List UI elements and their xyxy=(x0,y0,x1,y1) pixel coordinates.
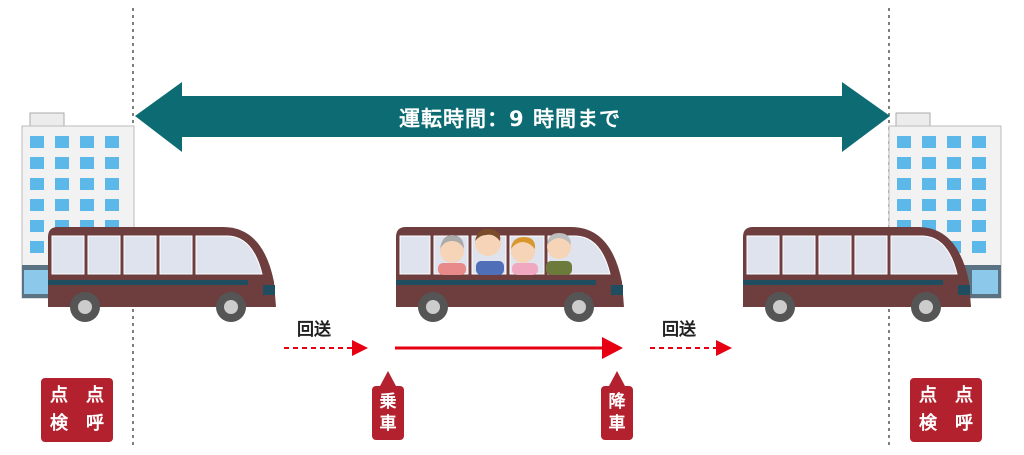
driving-time-label: 運転時間：9 時間まで xyxy=(399,107,621,131)
building-window xyxy=(972,178,986,190)
board-pointer xyxy=(380,371,396,386)
building-window xyxy=(80,157,94,169)
bus-passengers-icon xyxy=(396,227,624,322)
building-window xyxy=(947,220,961,232)
deadhead-label-left: 回送 xyxy=(297,320,331,340)
building-window xyxy=(897,199,911,211)
building-window xyxy=(105,178,119,190)
inspection-badge-left: 点 点 検 呼 xyxy=(41,378,113,442)
alight-pointer xyxy=(609,371,625,386)
building-window xyxy=(30,220,44,232)
alighting-badge: 降 車 xyxy=(601,386,633,440)
building-window xyxy=(55,157,69,169)
building-window xyxy=(947,199,961,211)
building-window xyxy=(972,241,986,253)
service-arrow xyxy=(395,337,623,359)
building-window xyxy=(922,178,936,190)
building-window xyxy=(947,136,961,148)
building-window xyxy=(105,199,119,211)
building-window xyxy=(105,157,119,169)
building-window xyxy=(30,157,44,169)
building-window xyxy=(972,136,986,148)
building-window xyxy=(897,157,911,169)
building-window xyxy=(947,178,961,190)
building-window xyxy=(922,199,936,211)
bus-left-icon xyxy=(48,227,276,322)
building-window xyxy=(80,136,94,148)
building-window xyxy=(922,157,936,169)
deadhead-arrow-right xyxy=(650,340,732,356)
building-window xyxy=(897,136,911,148)
building-window xyxy=(30,241,44,253)
building-window xyxy=(922,136,936,148)
building-window xyxy=(972,220,986,232)
building-window xyxy=(80,178,94,190)
building-window xyxy=(55,136,69,148)
building-window xyxy=(972,199,986,211)
boarding-badge: 乗 車 xyxy=(372,386,404,440)
driving-time-arrow xyxy=(135,82,890,152)
building-window xyxy=(80,199,94,211)
building-window xyxy=(30,136,44,148)
building-window xyxy=(897,178,911,190)
deadhead-label-right: 回送 xyxy=(662,320,696,340)
building-window xyxy=(947,157,961,169)
building-window xyxy=(55,199,69,211)
building-window xyxy=(972,157,986,169)
building-window xyxy=(105,136,119,148)
inspection-badge-right: 点 点 検 呼 xyxy=(910,378,982,442)
deadhead-arrow-left xyxy=(284,340,368,356)
building-window xyxy=(30,178,44,190)
building-window xyxy=(30,199,44,211)
passengers-icon xyxy=(438,228,572,275)
bus-right-icon xyxy=(743,227,971,322)
building-window xyxy=(55,178,69,190)
